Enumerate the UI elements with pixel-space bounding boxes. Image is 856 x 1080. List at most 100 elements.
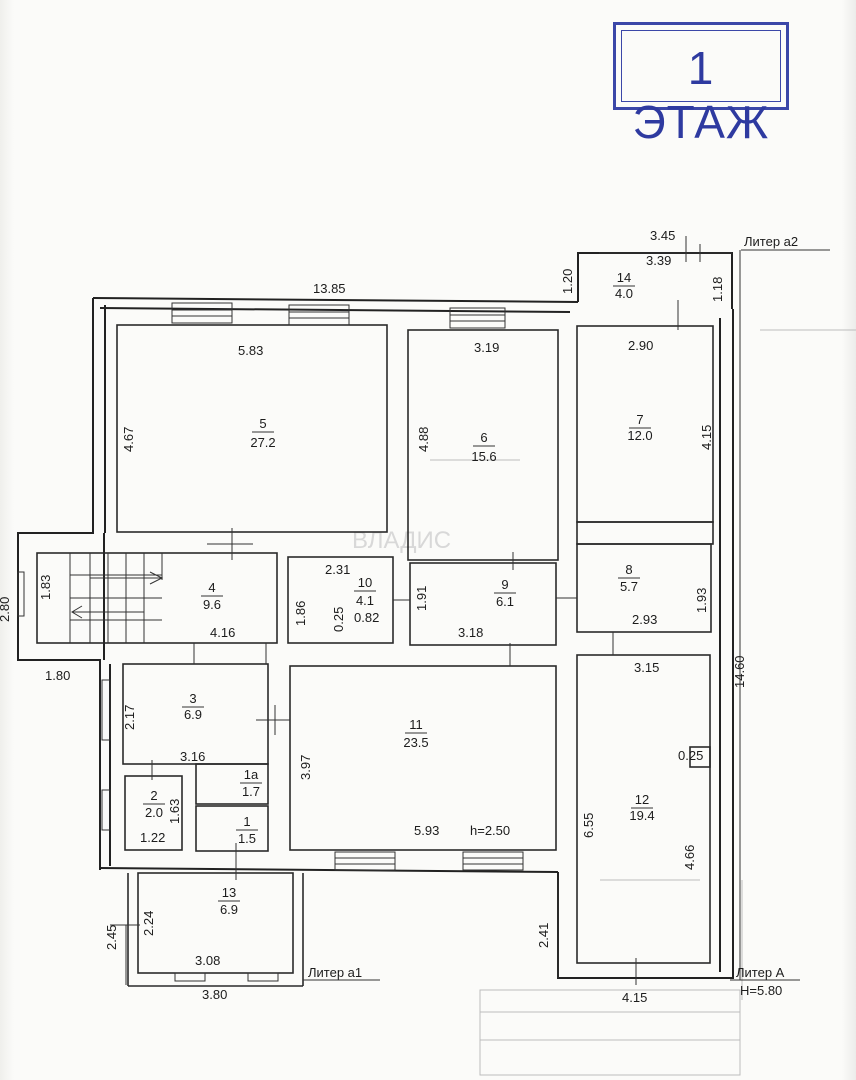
svg-text:2.0: 2.0 <box>145 805 163 820</box>
vertical-dimension-labels: 1.20 1.18 4.67 4.88 4.15 1.83 2.80 1.86 … <box>0 269 747 950</box>
dim-left-edge: 2.80 <box>0 597 12 622</box>
svg-text:2: 2 <box>150 788 157 803</box>
svg-text:15.6: 15.6 <box>471 449 496 464</box>
room-6-outline <box>407 329 559 561</box>
dim-r5-h: 4.67 <box>121 427 136 452</box>
dim-r13-w: 3.08 <box>195 953 220 968</box>
dim-r10-h: 1.86 <box>293 601 308 626</box>
svg-text:12.0: 12.0 <box>627 428 652 443</box>
room-1a-outline <box>195 763 269 805</box>
dim-r11-height: h=2.50 <box>470 823 510 838</box>
dim-r9-w: 3.18 <box>458 625 483 640</box>
dimension-leaders <box>110 249 830 985</box>
svg-text:9: 9 <box>501 577 508 592</box>
dim-r7-h: 4.15 <box>699 425 714 450</box>
dim-r2-w: 1.22 <box>140 830 165 845</box>
room-13-label: 136.9 <box>218 885 240 917</box>
svg-text:10: 10 <box>358 575 372 590</box>
liter-a2-label: Литер а2 <box>744 234 798 249</box>
dim-r13-h: 2.24 <box>141 911 156 936</box>
dim-r9-h: 1.91 <box>414 586 429 611</box>
dim-r3-w: 3.16 <box>180 749 205 764</box>
room-outlines <box>36 324 714 987</box>
room-1-outline <box>195 805 269 852</box>
room-3-label: 36.9 <box>182 691 204 722</box>
svg-text:7: 7 <box>636 412 643 427</box>
room-7-label: 712.0 <box>627 412 652 443</box>
svg-text:1: 1 <box>243 814 250 829</box>
svg-text:5: 5 <box>259 416 266 431</box>
room-4-outline <box>36 552 278 644</box>
dim-r11-h: 3.97 <box>298 755 313 780</box>
svg-text:4: 4 <box>208 580 215 595</box>
svg-text:8: 8 <box>625 562 632 577</box>
svg-text:4.0: 4.0 <box>615 286 633 301</box>
svg-text:1а: 1а <box>244 767 259 782</box>
svg-text:1.5: 1.5 <box>238 831 256 846</box>
room-5-outline <box>116 324 388 533</box>
room-11-outline <box>289 665 557 851</box>
svg-text:6: 6 <box>480 430 487 445</box>
svg-text:23.5: 23.5 <box>403 735 428 750</box>
dim-r2-h: 1.63 <box>167 799 182 824</box>
dim-r4-w: 4.16 <box>210 625 235 640</box>
dim-r12-h: 6.55 <box>581 813 596 838</box>
svg-text:6.9: 6.9 <box>220 902 238 917</box>
svg-text:1.7: 1.7 <box>242 784 260 799</box>
floor-stamp: 1 ЭТАЖ <box>613 22 789 148</box>
room-labels: 527.2 615.6 712.0 144.0 49.6 104.1 96.1 … <box>143 270 655 917</box>
dim-r12-w-top: 3.15 <box>634 660 659 675</box>
dim-r12-niche: 0.25 <box>678 748 703 763</box>
dim-r10-d1: 0.25 <box>331 607 346 632</box>
liter-a1-label: Литер а1 <box>308 965 362 980</box>
svg-text:11: 11 <box>409 717 423 732</box>
dim-r8-h: 1.93 <box>694 588 709 613</box>
floor-title: 1 ЭТАЖ <box>632 42 770 148</box>
room-8-outline <box>576 543 712 633</box>
dim-r13-outer-h: 2.45 <box>104 925 119 950</box>
dim-r14-right: 1.18 <box>710 277 725 302</box>
room-7-8-band <box>576 521 714 545</box>
room-2-outline <box>124 775 183 851</box>
svg-text:5.7: 5.7 <box>620 579 638 594</box>
liter-A-height: Н=5.80 <box>740 983 782 998</box>
svg-text:3: 3 <box>189 691 196 706</box>
room-9-outline <box>409 562 557 646</box>
dim-top-total: 13.85 <box>313 281 346 296</box>
dim-r14-w-inner: 3.39 <box>646 253 671 268</box>
room-5-label: 527.2 <box>250 416 275 450</box>
room-6-label: 615.6 <box>471 430 496 464</box>
liter-A-label: Литер А <box>736 965 785 980</box>
liter-labels: Литер а2 Литер а1 Литер А Н=5.80 <box>308 234 798 998</box>
dim-r6-h: 4.88 <box>416 427 431 452</box>
dim-r12-d: 4.66 <box>682 845 697 870</box>
svg-text:6.1: 6.1 <box>496 594 514 609</box>
room-2-label: 22.0 <box>143 788 165 820</box>
dim-r3-h: 2.17 <box>122 705 137 730</box>
dim-r6-w: 3.19 <box>474 340 499 355</box>
dimension-labels: 13.85 3.45 3.39 5.83 3.19 2.90 4.16 2.31… <box>45 228 703 1005</box>
dim-r12-w-bottom: 4.15 <box>622 990 647 1005</box>
svg-text:14: 14 <box>617 270 631 285</box>
door-marks <box>151 300 679 985</box>
room-1-label: 11.5 <box>236 814 258 846</box>
svg-text:27.2: 27.2 <box>250 435 275 450</box>
windows <box>17 302 524 982</box>
room-12-niche <box>689 746 711 768</box>
svg-text:19.4: 19.4 <box>629 808 654 823</box>
watermark: ВЛАДИС <box>352 527 451 554</box>
dim-r10-d2: 0.82 <box>354 610 379 625</box>
room-10-label: 104.1 <box>354 575 376 608</box>
dim-r8-w: 2.93 <box>632 612 657 627</box>
dim-stair-h: 1.83 <box>38 575 53 600</box>
room-13-outline <box>137 872 294 974</box>
room-4-label: 49.6 <box>201 580 223 612</box>
room-9-label: 96.1 <box>494 577 516 609</box>
room-7-outline <box>576 325 714 523</box>
staircase <box>69 553 164 643</box>
room-8-label: 85.7 <box>618 562 640 594</box>
dim-r13-outer-w: 3.80 <box>202 987 227 1002</box>
